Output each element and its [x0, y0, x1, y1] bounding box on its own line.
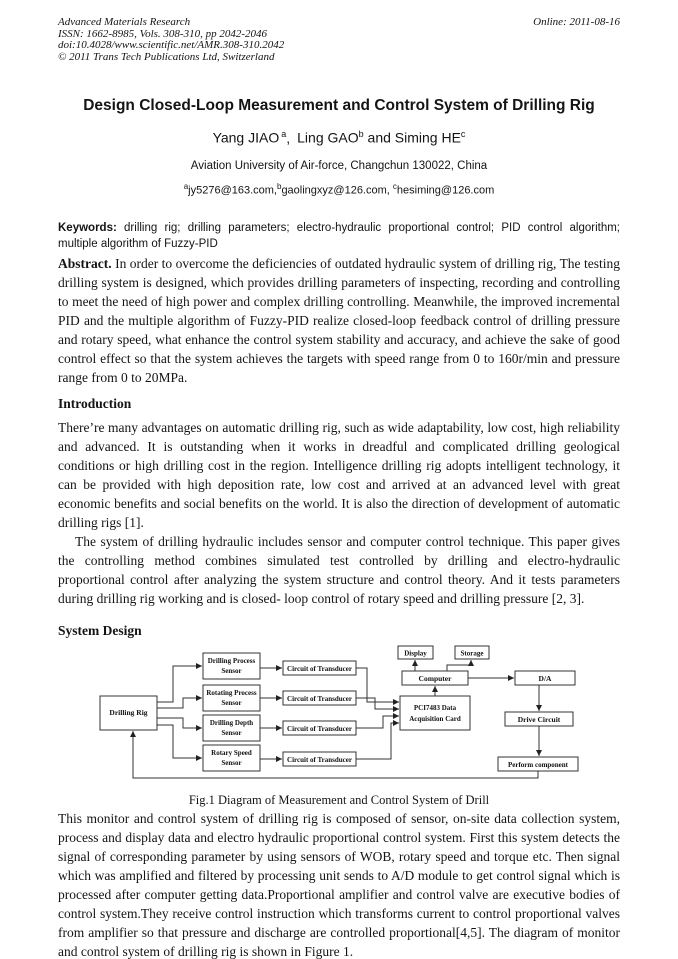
label-computer: Computer — [419, 674, 453, 683]
author-3-superscript: c — [460, 129, 466, 139]
author-2-superscript: b — [358, 129, 364, 139]
connector-lines — [130, 660, 542, 779]
keywords-text: drilling rig; drilling parameters; elect… — [58, 222, 620, 250]
block-diagram: Drilling Rig Drilling Process Sensor Rot… — [99, 645, 579, 779]
label-pci-acquisition-card-1: PCI7483 Data — [414, 704, 457, 712]
label-drilling-process-sensor-2: Sensor — [221, 667, 241, 675]
box-circuit-of-transducer-3 — [282, 720, 357, 736]
box-circuit-of-transducer-1 — [282, 660, 357, 676]
box-da-converter — [514, 670, 576, 686]
email-a-superscript: a — [183, 181, 189, 191]
label-drilling-rig: Drilling Rig — [109, 708, 147, 717]
label-rotating-process-sensor-2: Sensor — [221, 699, 241, 707]
journal-copyright: © 2011 Trans Tech Publications Ltd, Swit… — [58, 50, 275, 63]
label-rotating-process-sensor-1: Rotating Process — [206, 689, 256, 697]
keywords-label: Keywords: — [58, 222, 117, 235]
box-drive-circuit — [504, 711, 574, 727]
email-a: jy5276@163.com, — [188, 184, 277, 197]
box-rotating-process-sensor — [202, 684, 261, 712]
label-circuit-of-transducer-2: Circuit of Transducer — [287, 695, 352, 703]
journal-name: Advanced Materials Research — [58, 16, 191, 28]
online-date: Online: 2011-08-16 — [533, 16, 620, 28]
box-computer — [401, 670, 469, 686]
label-drilling-depth-sensor-1: Drilling Depth — [210, 719, 253, 727]
box-rotary-speed-sensor — [202, 744, 261, 772]
label-drive-circuit: Drive Circuit — [518, 715, 561, 724]
box-circuit-of-transducer-2 — [282, 690, 357, 706]
box-perform-component — [497, 756, 579, 772]
box-drilling-depth-sensor — [202, 714, 261, 742]
label-storage: Storage — [461, 650, 484, 658]
introduction-paragraph-1: There’re many advantages on automatic dr… — [58, 420, 620, 531]
page-title: Design Closed-Loop Measurement and Contr… — [83, 97, 595, 114]
author-conjunction: and — [363, 129, 395, 146]
abstract-label: Abstract. — [58, 256, 112, 272]
label-display: Display — [404, 650, 427, 658]
figure-1: Drilling Rig Drilling Process Sensor Rot… — [95, 645, 581, 790]
heading-system-design: System Design — [58, 623, 142, 639]
diagram-boxes: Drilling Rig Drilling Process Sensor Rot… — [99, 645, 579, 772]
author-1: Yang JIAO — [212, 129, 280, 146]
label-circuit-of-transducer-1: Circuit of Transducer — [287, 665, 352, 673]
box-drilling-process-sensor — [202, 652, 261, 680]
author-separator: , — [286, 129, 291, 146]
author-2: Ling GAO — [297, 129, 359, 146]
email-c: hesiming@126.com — [396, 184, 495, 197]
author-1-superscript: a — [281, 129, 287, 139]
box-circuit-of-transducer-4 — [282, 751, 357, 767]
email-b: gaolingxyz@126.com, — [281, 184, 393, 197]
figure-caption: Fig.1 Diagram of Measurement and Control… — [188, 793, 490, 808]
label-drilling-process-sensor-1: Drilling Process — [208, 657, 256, 665]
affiliation: Aviation University of Air-force, Changc… — [190, 159, 488, 172]
keywords-block: Keywords: drilling rig; drilling paramet… — [58, 221, 620, 252]
label-circuit-of-transducer-4: Circuit of Transducer — [287, 756, 352, 764]
label-da-converter: D/A — [539, 674, 553, 683]
journal-header-left: Advanced Materials Research ISSN: 1662-8… — [58, 16, 285, 63]
journal-issn: ISSN: 1662-8985, Vols. 308-310, pp 2042-… — [58, 27, 267, 40]
email-b-superscript: b — [276, 181, 282, 191]
abstract-block: Abstract. In order to overcome the defic… — [58, 254, 620, 387]
introduction-paragraph-2: The system of drilling hydraulic include… — [58, 534, 620, 607]
box-drilling-rig — [99, 695, 158, 731]
email-c-superscript: c — [392, 181, 397, 191]
system-design-paragraph: This monitor and control system of drill… — [58, 811, 620, 959]
label-rotary-speed-sensor-1: Rotary Speed — [211, 749, 252, 757]
journal-header: Advanced Materials Research ISSN: 1662-8… — [58, 16, 620, 63]
abstract-text: In order to overcome the deficiencies of… — [58, 256, 620, 386]
journal-doi: doi:10.4028/www.scientific.net/AMR.308-3… — [58, 39, 285, 51]
box-pci-acquisition-card — [399, 695, 471, 731]
emails-line: ajy5276@163.com,bgaolingxyz@126.com, che… — [58, 180, 620, 198]
label-perform-component: Perform component — [508, 761, 569, 769]
box-display — [397, 645, 434, 660]
label-pci-acquisition-card-2: Acquisition Card — [409, 715, 461, 723]
label-drilling-depth-sensor-2: Sensor — [221, 729, 241, 737]
label-rotary-speed-sensor-2: Sensor — [221, 759, 241, 767]
heading-introduction: Introduction — [58, 396, 132, 412]
author-3: Siming HE — [394, 129, 461, 146]
box-storage — [454, 645, 490, 660]
label-circuit-of-transducer-3: Circuit of Transducer — [287, 725, 352, 733]
